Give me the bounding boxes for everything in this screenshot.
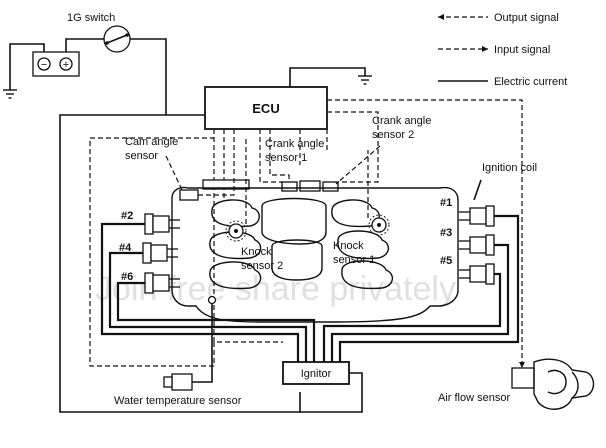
engine-block xyxy=(171,186,459,323)
coil-6-wire xyxy=(116,281,316,362)
air-flow-signal xyxy=(327,99,523,368)
air-flow-signal-arrow-icon xyxy=(519,362,525,368)
legend: Output signal Input signal Electric curr… xyxy=(438,12,567,88)
battery-switch-wire xyxy=(65,38,104,52)
coil-1-wire xyxy=(338,214,520,362)
crank-2-pointer xyxy=(335,145,381,185)
coil-6-body xyxy=(152,274,170,292)
water-temp-sensor-tip xyxy=(163,376,173,388)
water-temp-signal xyxy=(89,137,215,367)
ecu-ground-wire xyxy=(289,67,366,87)
crank-pulley xyxy=(299,180,321,192)
ecu-label: ECU xyxy=(252,101,279,116)
knock-sensor-2-icon xyxy=(225,220,247,242)
coil-1-plug xyxy=(485,205,495,227)
ignitor-ground-wire xyxy=(300,372,363,413)
ignition-coils-right: Ignition coil #1 #3 #5 xyxy=(440,162,537,285)
battery-minus-label: − xyxy=(41,59,47,71)
legend-current-label: Electric current xyxy=(494,76,567,88)
battery-ground-wire xyxy=(9,43,45,90)
ecu-ground-icon xyxy=(358,75,372,85)
ground-icon xyxy=(3,89,17,99)
coil-2-body xyxy=(152,215,170,233)
legend-input-label: Input signal xyxy=(494,44,550,56)
battery-minus-terminal xyxy=(37,57,51,71)
legend-input-arrow-icon xyxy=(482,46,488,52)
cylinder-5-label: #5 xyxy=(440,255,452,267)
knock-sensor-2-label-2: sensor 2 xyxy=(241,260,283,272)
coil-4-wire xyxy=(108,251,308,362)
plenum-lower xyxy=(271,239,323,281)
cam-sensor-signal xyxy=(198,176,235,196)
coil-2-plug xyxy=(144,213,154,235)
cylinder-1-label: #1 xyxy=(440,197,452,209)
coil-1-body xyxy=(469,207,487,225)
knock-sensor-2-label-1: Knock xyxy=(241,246,272,258)
water-temp-sensor xyxy=(171,373,193,391)
crank-sensor-2-label-1: Crank angle xyxy=(372,115,431,127)
air-flow-sensor-icon xyxy=(511,358,595,410)
crank-angle-sensor-1 xyxy=(281,181,298,192)
knock-sensor-1-label-2: sensor 1 xyxy=(333,254,375,266)
legend-output-arrow-icon xyxy=(438,14,444,20)
coil-3-body xyxy=(469,236,487,254)
cam-pulley xyxy=(202,179,250,190)
ignitor-label: Ignitor xyxy=(301,368,332,380)
coil-3-wire xyxy=(330,243,510,362)
coil-6-plug xyxy=(144,272,154,294)
ignition-coils-left: #2 #4 #6 xyxy=(119,210,180,294)
coil-5-body xyxy=(469,265,487,283)
ig-switch-circuit: 1G switch − + xyxy=(3,12,167,115)
outer-power-loop xyxy=(59,114,301,413)
ig-switch-label: 1G switch xyxy=(67,12,115,24)
ignition-coil-pointer xyxy=(473,179,482,201)
coil-2-wire xyxy=(100,222,300,362)
crank-angle-sensor-2 xyxy=(322,181,339,192)
coil-5-wire xyxy=(322,272,502,362)
knock-sensor-1-icon xyxy=(368,214,390,236)
cylinder-3-label: #3 xyxy=(440,227,452,239)
battery-plus-terminal xyxy=(59,57,73,71)
crank-sensor-2-label-2: sensor 2 xyxy=(372,129,414,141)
water-temp-label: Water temperature sensor xyxy=(114,395,242,407)
crank-sensor-1-label-1: Crank angle xyxy=(265,138,324,150)
crank-2-signal-b xyxy=(327,111,379,183)
plenum-upper xyxy=(261,197,327,245)
cam-sensor-label-1: Cam angle xyxy=(125,136,178,148)
coil-5-plug xyxy=(485,263,495,285)
left-runner-2 xyxy=(209,231,262,260)
ignition-coil-label: Ignition coil xyxy=(482,162,537,174)
coil-4-plug xyxy=(142,242,152,264)
cylinder-4-label: #4 xyxy=(119,242,132,254)
wiring-harness xyxy=(59,114,520,413)
cylinder-2-label: #2 xyxy=(121,210,133,222)
crank-sensor-1-label-2: sensor 1 xyxy=(265,152,307,164)
battery-plus-label: + xyxy=(63,59,69,71)
coil-3-plug xyxy=(485,234,495,256)
ecu-box xyxy=(204,86,328,130)
cam-sensor-label-2: sensor xyxy=(125,150,158,162)
right-runner-2 xyxy=(337,230,389,260)
coil-4-body xyxy=(150,244,168,262)
legend-output-label: Output signal xyxy=(494,12,559,24)
right-runner-3 xyxy=(341,260,393,290)
knock-sensor-1-label-1: Knock xyxy=(333,240,364,252)
left-runner-3 xyxy=(209,261,262,290)
air-flow-label: Air flow sensor xyxy=(438,392,510,404)
right-runner-1 xyxy=(331,199,380,228)
switch-ecu-feed-wire xyxy=(130,38,167,115)
cylinder-6-label: #6 xyxy=(121,271,133,283)
crank-1-signal-b xyxy=(269,129,290,182)
water-temp-port xyxy=(207,295,217,305)
engine xyxy=(171,186,459,323)
water-temp-wire xyxy=(192,304,213,383)
crank-1-signal-a xyxy=(259,129,282,183)
cam-angle-sensor xyxy=(179,189,199,201)
left-runner-1 xyxy=(211,199,260,228)
